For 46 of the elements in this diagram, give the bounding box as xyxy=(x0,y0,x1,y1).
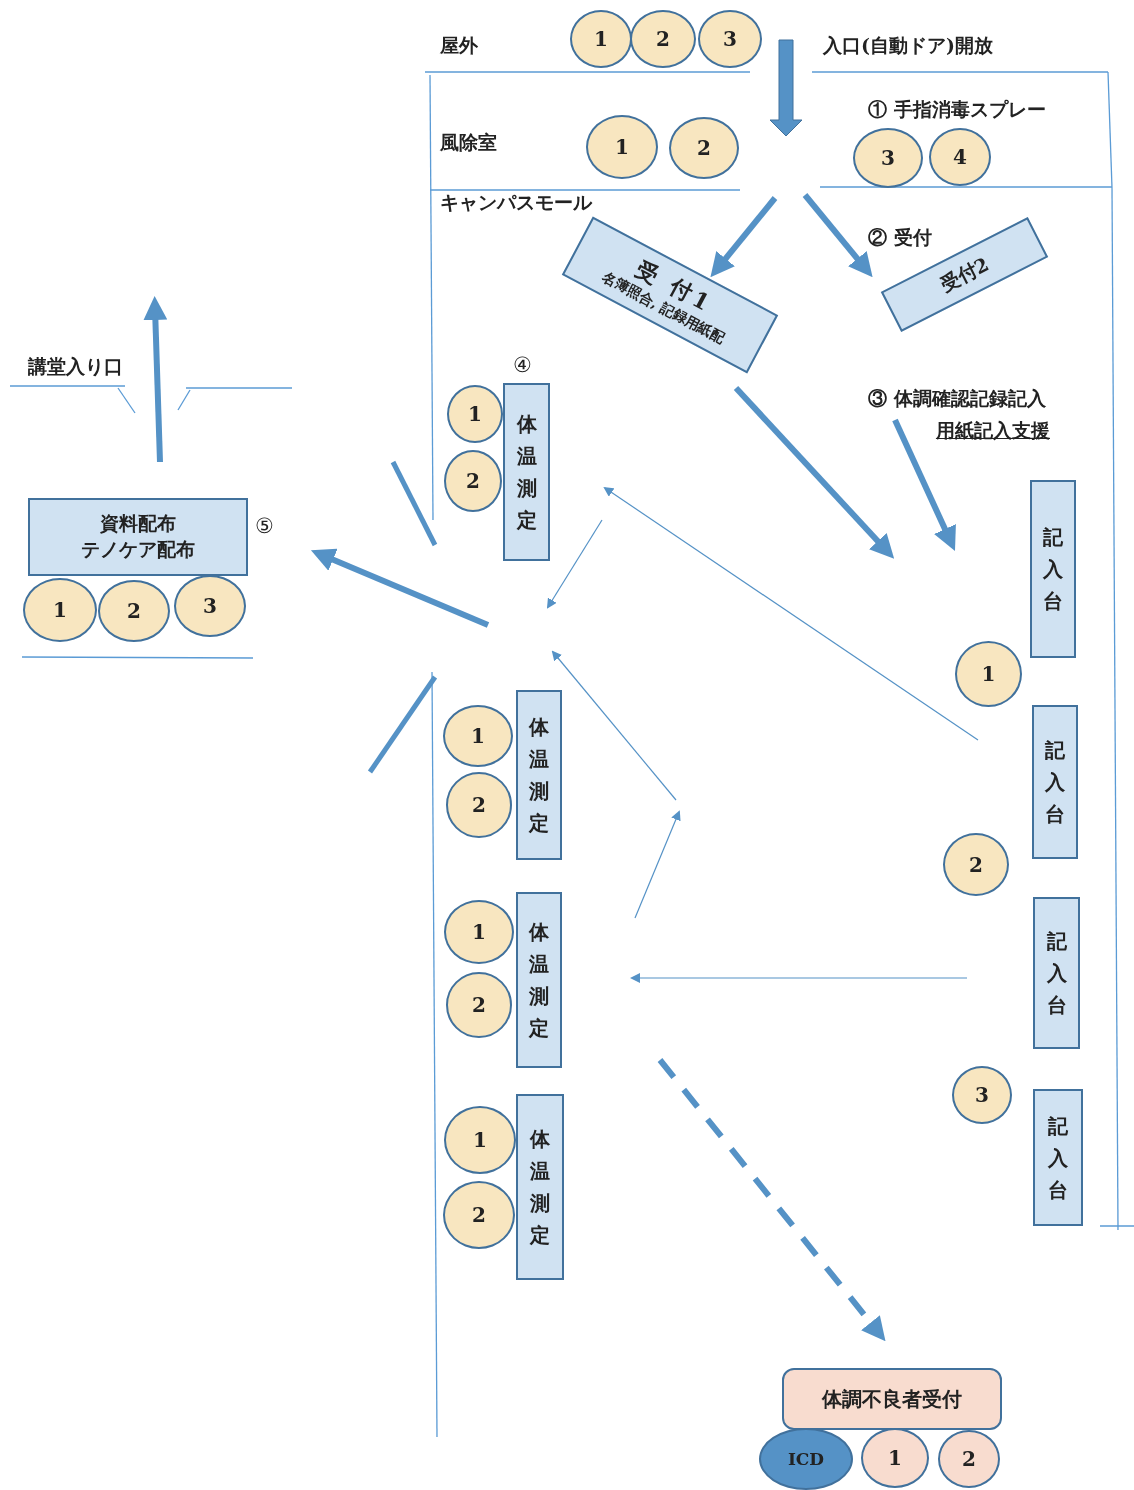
temperature-desk: 体温測定 xyxy=(516,690,562,860)
staff-spot: 2 xyxy=(938,1430,1000,1488)
temperature-desk: 体温測定 xyxy=(516,1094,564,1280)
step-label: ③ 体調確認記録記入 xyxy=(868,386,1046,411)
handout-desk xyxy=(28,498,248,576)
area-label: キャンパスモール xyxy=(440,190,592,215)
entrance-label: 入口(自動ドア)開放 xyxy=(823,33,993,58)
area-label: 風除室 xyxy=(440,130,497,155)
desk-subtitle: テノケア配布 xyxy=(81,537,195,562)
staff-spot: 2 xyxy=(98,580,170,642)
queue-spot: 1 xyxy=(586,115,658,179)
staff-spot: 3 xyxy=(853,128,923,188)
temperature-desk: 体温測定 xyxy=(503,383,550,561)
staff-spot: 1 xyxy=(861,1428,929,1488)
writing-desk: 記入台 xyxy=(1032,705,1078,859)
writing-desk: 記入台 xyxy=(1033,897,1080,1049)
staff-spot: 1 xyxy=(955,641,1022,707)
staff-spot: 2 xyxy=(446,972,512,1038)
staff-spot: 2 xyxy=(446,772,512,838)
step-number: ④ xyxy=(513,353,532,377)
staff-spot: 1 xyxy=(444,1106,516,1174)
queue-spot: 1 xyxy=(570,10,632,68)
temperature-desk: 体温測定 xyxy=(516,892,562,1068)
staff-spot: 2 xyxy=(943,833,1009,896)
staff-spot: 3 xyxy=(952,1066,1012,1124)
step-label: 用紙記入支援 xyxy=(936,418,1050,443)
writing-desk: 記入台 xyxy=(1033,1089,1083,1226)
staff-spot: ICD xyxy=(759,1428,853,1490)
writing-desk: 記入台 xyxy=(1030,480,1076,658)
staff-spot: 1 xyxy=(23,578,97,642)
sick-reception-desk: 体調不良者受付 xyxy=(782,1368,1002,1430)
staff-spot: 1 xyxy=(443,705,513,767)
exit-label: 講堂入り口 xyxy=(28,354,123,379)
step-label: ① 手指消毒スプレー xyxy=(868,97,1046,122)
queue-spot: 2 xyxy=(669,117,739,179)
staff-spot: 2 xyxy=(443,1181,515,1249)
staff-spot: 3 xyxy=(174,575,246,637)
step-number: ⑤ xyxy=(255,514,274,538)
queue-spot: 3 xyxy=(698,10,762,68)
queue-spot: 2 xyxy=(630,10,696,68)
area-label: 屋外 xyxy=(440,33,478,58)
staff-spot: 1 xyxy=(447,385,503,443)
desk-title: 資料配布 xyxy=(100,511,176,536)
staff-spot: 4 xyxy=(929,128,991,186)
staff-spot: 2 xyxy=(444,450,502,512)
staff-spot: 1 xyxy=(444,900,514,964)
